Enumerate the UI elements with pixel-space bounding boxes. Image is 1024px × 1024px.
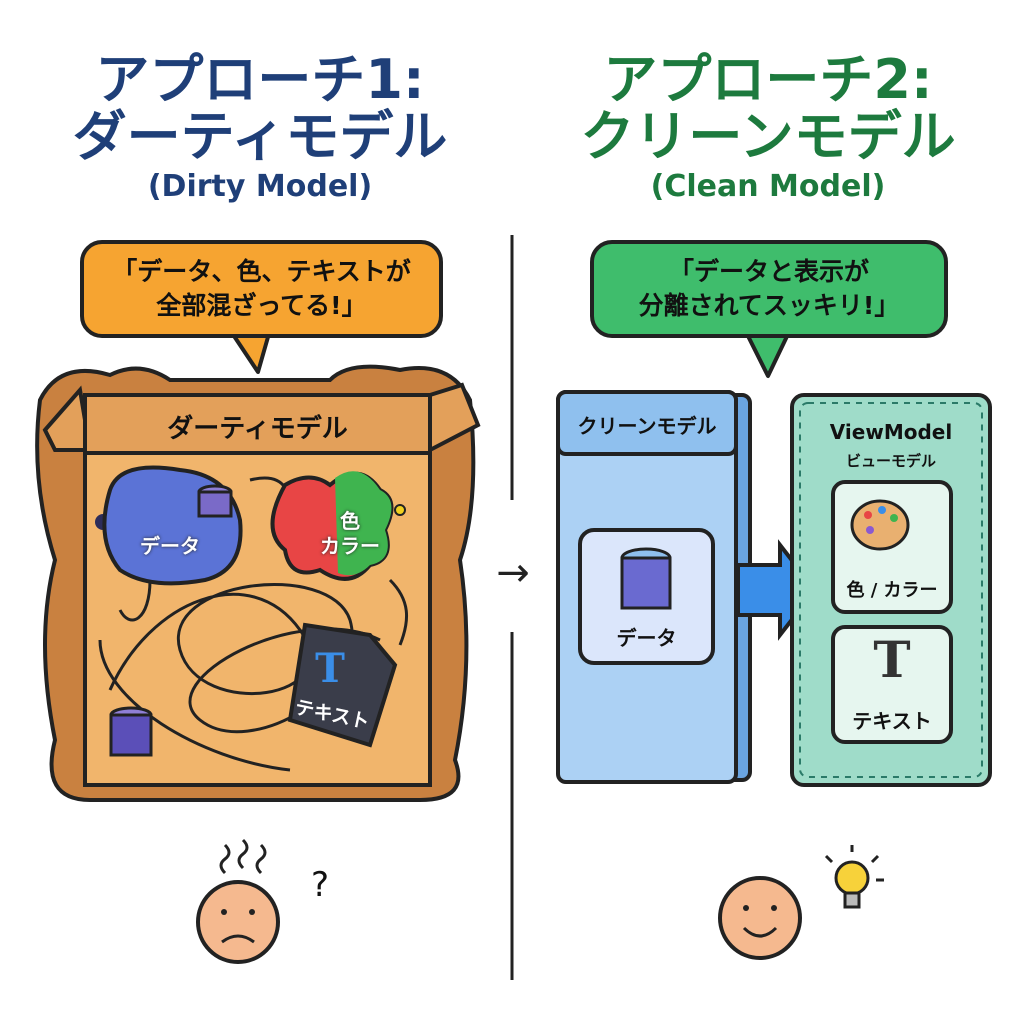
right-title-line1: アプローチ2:: [603, 48, 933, 111]
clean-data-label: データ: [616, 626, 677, 650]
comparison-arrow-icon: →: [496, 550, 530, 596]
dirty-box-label: ダーティモデル: [167, 414, 348, 444]
color-label: 色: [340, 509, 360, 533]
clean-panel-label: クリーンモデル: [577, 414, 717, 438]
viewmodel-sublabel: ビューモデル: [845, 452, 936, 470]
lightbulb-icon: [824, 845, 884, 909]
text-card-label: テキスト: [852, 709, 932, 733]
left-title-line2: ダーティモデル: [72, 104, 448, 168]
question-mark-icon: ?: [310, 865, 330, 905]
left-bubble-line2: 全部混ざってる!」: [156, 291, 367, 320]
left-title-line1: アプローチ1:: [95, 48, 425, 111]
database-icon: [620, 547, 672, 610]
right-bubble-line1: 「データと表示が: [668, 257, 869, 287]
database-icon: [109, 706, 153, 757]
left-subtitle: (Dirty Model): [147, 169, 373, 205]
text-card: [831, 625, 953, 744]
right-title-line2: クリーンモデル: [580, 104, 956, 168]
viewmodel-label: ViewModel: [829, 420, 953, 444]
right-title: アプローチ2: クリーンモデル (Clean Model): [548, 48, 988, 205]
data-blob-label: データ: [140, 534, 200, 558]
text-paper: [287, 622, 398, 748]
confused-face-icon: [196, 838, 280, 964]
right-bubble-line2: 分離されてスッキリ!」: [638, 291, 900, 320]
color-card-label: 色 / カラー: [846, 580, 938, 601]
text-card-t-icon: T: [873, 630, 911, 689]
text-t-icon: T: [315, 645, 345, 692]
color-label-kana: カラー: [320, 534, 380, 558]
left-title: アプローチ1: ダーティモデル (Dirty Model): [40, 48, 480, 205]
database-icon: [197, 484, 233, 518]
right-speech-bubble: 「データと表示が 分離されてスッキリ!」: [590, 240, 948, 338]
left-speech-bubble: 「データ、色、テキストが 全部混ざってる!」: [80, 240, 443, 338]
tangled-arrows: [108, 583, 381, 734]
viewmodel-panel: [790, 393, 992, 787]
dirty-box: [35, 364, 481, 802]
right-subtitle: (Clean Model): [650, 169, 886, 205]
clean-model-panel: [556, 390, 818, 784]
left-bubble-line1: 「データ、色、テキストが: [112, 257, 411, 287]
happy-face-icon: [718, 876, 802, 960]
palette-icon: [850, 499, 910, 551]
